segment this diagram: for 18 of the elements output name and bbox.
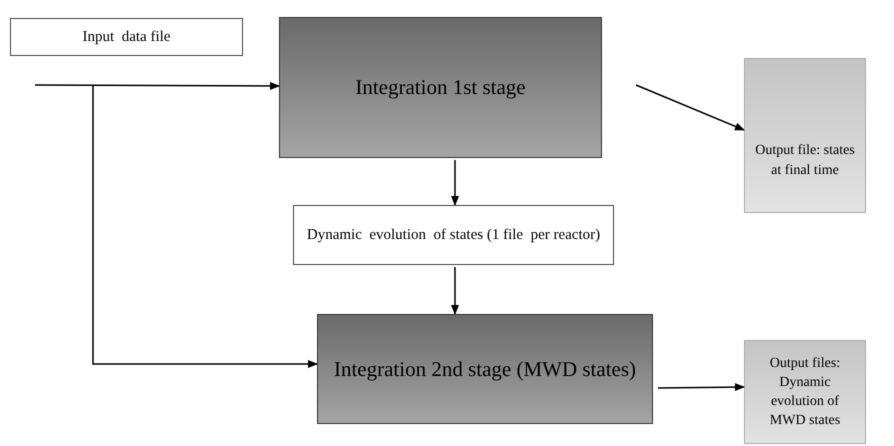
arrow [35, 82, 280, 90]
node-label: Integration 1st stage [355, 74, 526, 102]
node-label: Output file: states at final time [754, 142, 856, 180]
node-label: Input data file [82, 28, 170, 47]
process-box [10, 18, 243, 56]
arrow [658, 383, 745, 392]
stage-box [317, 314, 653, 424]
arrow [92, 85, 318, 368]
arrow [451, 160, 459, 206]
arrow [636, 84, 745, 131]
node-label: Output files: Dynamic evolution of MWD states [768, 354, 842, 430]
node-label: Dynamic evolution of states (1 file per reactor) [306, 226, 600, 245]
process-box [293, 205, 614, 265]
output-box [744, 58, 866, 213]
node-label: Integration 2nd stage (MWD states) [334, 356, 636, 383]
output-box [744, 340, 866, 444]
arrow [451, 267, 459, 315]
stage-box [279, 17, 602, 158]
